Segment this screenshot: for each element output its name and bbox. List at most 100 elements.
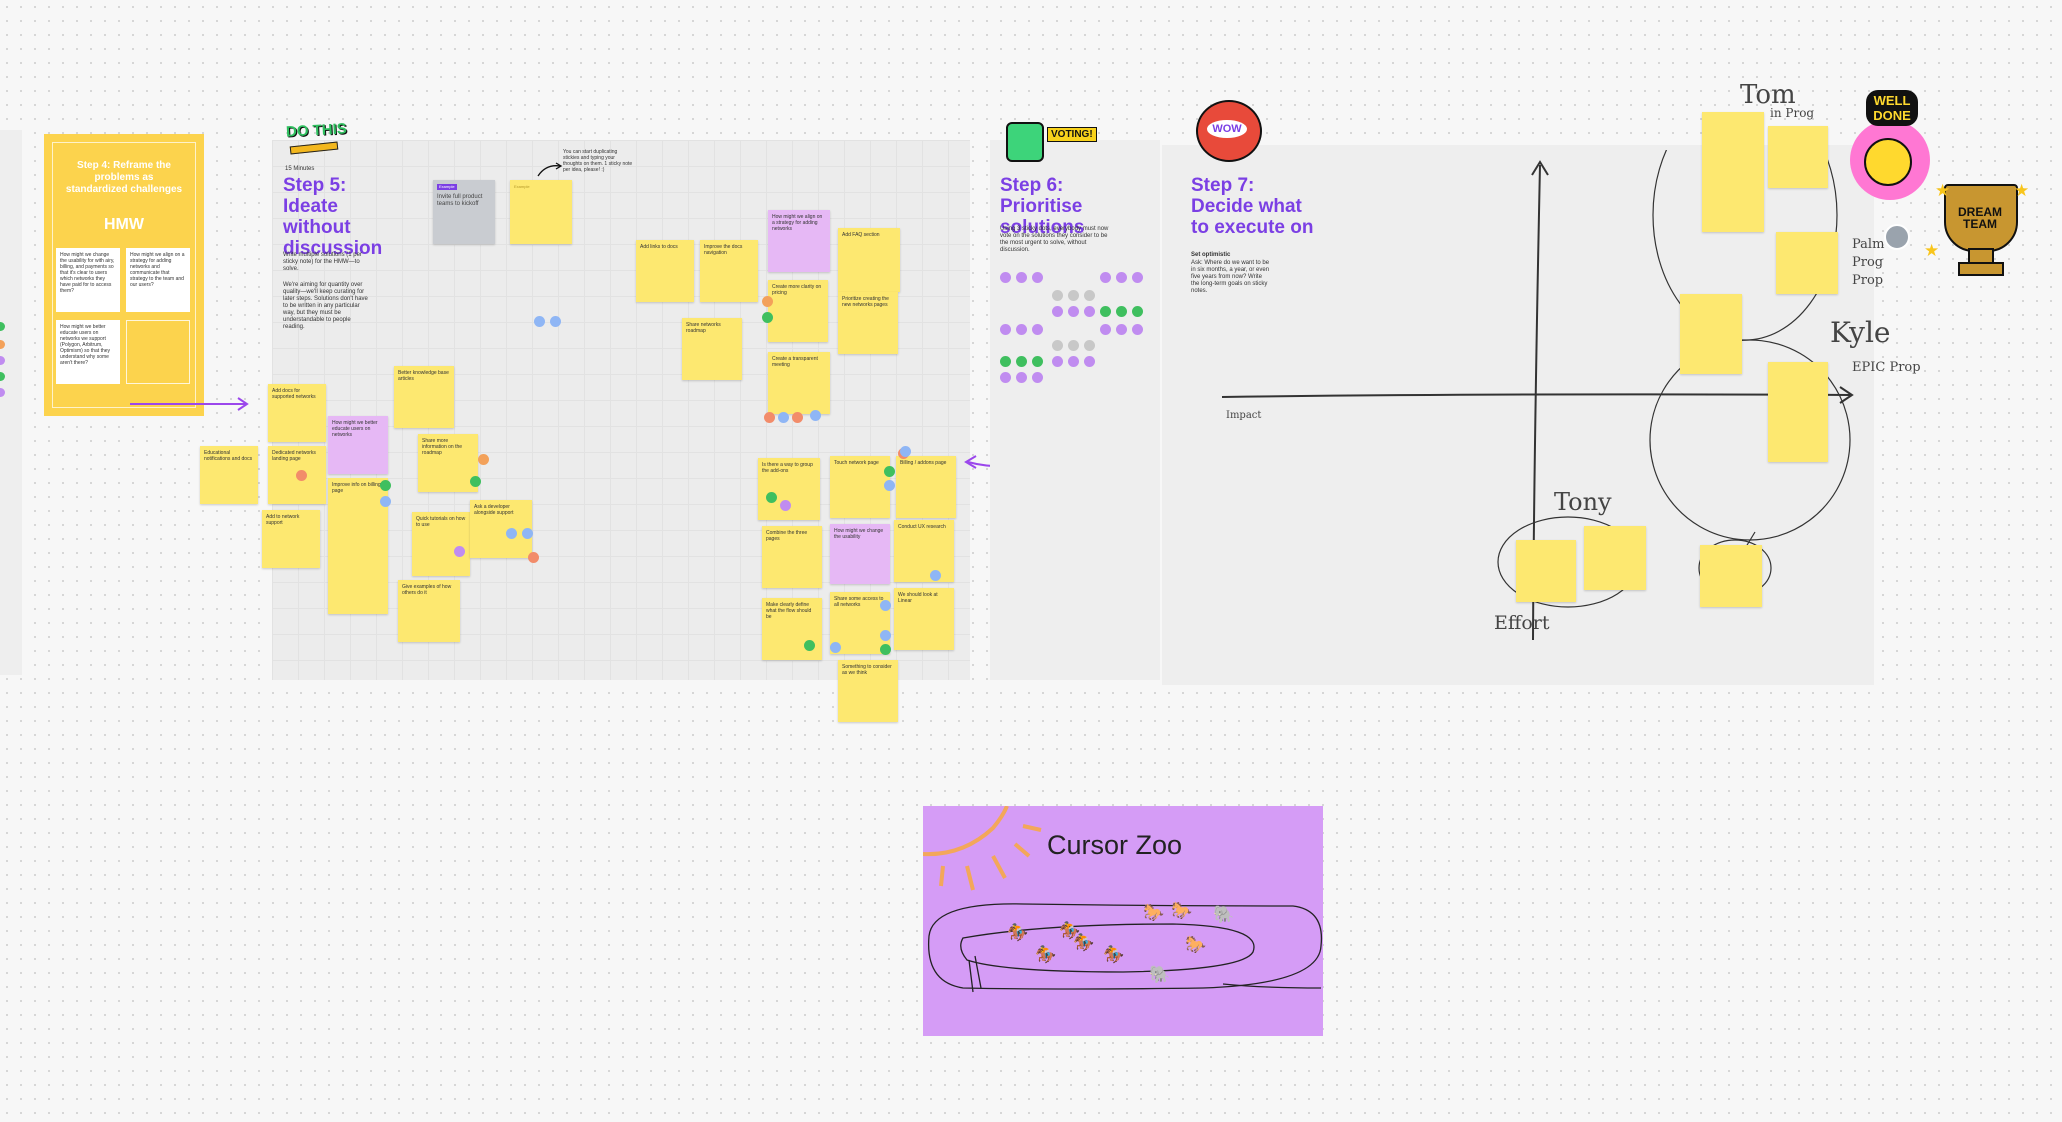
idea-sticky[interactable]: Add links to docs [636, 240, 694, 302]
vote-dot [1068, 306, 1079, 317]
idea-sticky[interactable]: Improve info on billing page [328, 478, 388, 614]
hmw-label: HMW [104, 216, 144, 233]
idea-sticky[interactable]: Educational notifications and docs [200, 446, 258, 504]
idea-sticky[interactable]: Something to consider as we think [838, 660, 898, 722]
vote-dot [1052, 290, 1063, 301]
left-partial-frame [0, 130, 22, 675]
idea-sticky[interactable]: Add docs for supported networks [268, 384, 326, 442]
decision-sticky[interactable] [1776, 232, 1838, 294]
step6-desc: Using 3 sticky dots, everybody must now … [1000, 226, 1109, 253]
idea-sticky[interactable]: Share networks roadmap [682, 318, 742, 380]
step5-desc2: We're aiming for quantity over quality—w… [283, 282, 368, 330]
vote-dot [528, 552, 539, 563]
horse-cursor-icon: 🏇 [1073, 933, 1095, 952]
idea-sticky[interactable]: Is there a way to group the add-ons [758, 458, 820, 520]
idea-sticky[interactable]: Create a transparent meeting [768, 352, 830, 414]
vote-dot [762, 296, 773, 307]
step5-title: Step 5: Ideate without discussion [283, 175, 383, 259]
vote-dot [1032, 356, 1043, 367]
smiley-icon [1864, 138, 1912, 186]
idea-sticky[interactable]: Make clearly define what the flow should… [762, 598, 822, 660]
vote-dot [454, 546, 465, 557]
well-done-sticker: WELL DONE [1866, 90, 1918, 126]
example-yellow-sticky[interactable]: Example [510, 180, 572, 244]
hmw-card[interactable]: How might we better educate users on net… [56, 320, 120, 384]
step4-title: Step 4: Reframe the problems as standard… [65, 160, 183, 195]
horse-cursor-icon: 🐎 [1171, 901, 1193, 920]
vote-dot [380, 496, 391, 507]
idea-sticky[interactable]: We should look at Linear [894, 588, 954, 650]
idea-sticky[interactable]: Create more clarity on pricing [768, 280, 828, 342]
do-this-sticker: DO THIS [285, 120, 348, 141]
vote-dot [1100, 272, 1111, 283]
idea-sticky[interactable]: Combine the three pages [762, 526, 822, 588]
voting-sticker: VOTING! [1047, 127, 1097, 142]
decision-sticky[interactable] [1516, 540, 1576, 602]
idea-sticky[interactable]: Prioritize creating the new networks pag… [838, 292, 898, 354]
name-tom: Tom [1740, 80, 1796, 110]
horse-cursor-icon: 🏇 [1059, 921, 1081, 940]
vote-dot [1016, 324, 1027, 335]
idea-sticky[interactable]: Quick tutorials on how to use [412, 512, 470, 576]
wow-sticker-label: WOW [1207, 120, 1247, 138]
sun-icon [923, 806, 1042, 891]
vote-dot [880, 644, 891, 655]
idea-sticky[interactable]: Share more information on the roadmap [418, 434, 478, 492]
step5-desc1: Write multiple solutions (1 per sticky n… [283, 252, 362, 272]
vote-dot [1032, 324, 1043, 335]
vote-dot [830, 642, 841, 653]
vote-dot [780, 500, 791, 511]
decision-sticky[interactable] [1702, 112, 1764, 232]
vote-dot [766, 492, 777, 503]
idea-sticky[interactable]: How might we better educate users on net… [328, 416, 388, 474]
vote-dot [550, 316, 561, 327]
decision-sticky[interactable] [1768, 362, 1828, 462]
elephant-cursor-icon: 🐘 [1149, 965, 1171, 984]
idea-sticky[interactable]: Improve the docs navigation [700, 240, 758, 302]
cursor-zoo-frame[interactable]: Cursor Zoo 🏇 🏇 🏇 🏇 🏇 🐎 🐎 🐎 🐘 🐘 [923, 806, 1323, 1036]
vote-dot [930, 570, 941, 581]
vote-dot [1000, 324, 1011, 335]
idea-sticky[interactable]: How might we change the usability [830, 524, 890, 584]
hmw-card[interactable]: How might we change the usability for wi… [56, 248, 120, 312]
step6-frame[interactable] [990, 140, 1160, 680]
idea-sticky[interactable]: Give examples of how others do it [398, 580, 460, 642]
horse-cursor-icon: 🏇 [1007, 923, 1029, 942]
hmw-card-empty[interactable] [126, 320, 190, 384]
decision-sticky[interactable] [1700, 545, 1762, 607]
vote-dot [778, 412, 789, 423]
vote-dot [1132, 272, 1143, 283]
vote-dot [764, 412, 775, 423]
step7-desc: Ask: Where do we want to be in six month… [1191, 260, 1270, 294]
hmw-card[interactable]: How might we align on a strategy for add… [126, 248, 190, 312]
vote-dot [810, 410, 821, 421]
idea-sticky[interactable]: Add FAQ section [838, 228, 900, 292]
vote-dot [1000, 372, 1011, 383]
idea-sticky[interactable]: Ask a developer alongside support [470, 500, 532, 558]
vote-dot [1016, 272, 1027, 283]
note-palm-prog: Palm Prog Prop [1852, 237, 1885, 288]
step5-frame[interactable] [272, 140, 970, 680]
example-grey-sticky[interactable]: Example Invite full product teams to kic… [433, 180, 495, 244]
vote-dot [1032, 272, 1043, 283]
example-tag: Example [514, 184, 530, 189]
vote-dot [1116, 272, 1127, 283]
idea-sticky[interactable]: Billing / addons page [896, 456, 956, 518]
star-icon: ★ [1935, 181, 1951, 200]
impact-label: Impact [1226, 410, 1262, 421]
vote-dot [884, 480, 895, 491]
decision-sticky[interactable] [1680, 294, 1742, 374]
decision-sticky[interactable] [1584, 526, 1646, 590]
note-epic-prop: EPIC Prop [1852, 360, 1921, 375]
idea-sticky[interactable]: Add to network support [262, 510, 320, 568]
idea-sticky[interactable]: Touch network page [830, 456, 890, 518]
horse-cursor-icon: 🏇 [1103, 945, 1125, 964]
idea-sticky[interactable]: How might we align on a strategy for add… [768, 210, 830, 272]
vote-dot [1068, 290, 1079, 301]
decision-sticky[interactable] [1768, 126, 1828, 188]
vote-dot [380, 480, 391, 491]
idea-sticky[interactable]: Conduct UX research [894, 520, 954, 582]
idea-sticky[interactable]: Better knowledge base articles [394, 366, 454, 428]
step4-frame[interactable]: Step 4: Reframe the problems as standard… [44, 134, 204, 416]
vote-dot [296, 470, 307, 481]
